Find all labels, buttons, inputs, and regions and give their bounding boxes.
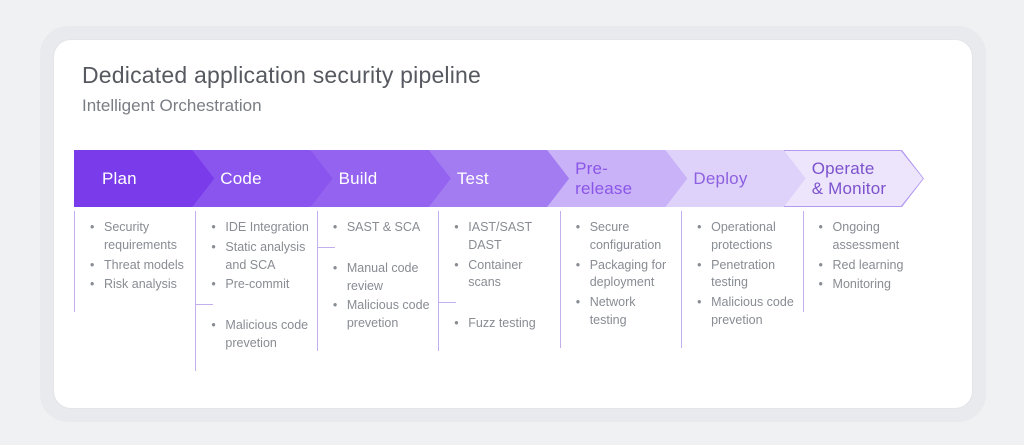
stage-column-operate-monitor: Ongoing assessmentRed learningMonitoring	[802, 211, 924, 312]
bullet-item: Risk analysis	[88, 276, 189, 294]
pipeline-stage-code: Code	[192, 150, 332, 207]
group-divider	[196, 304, 214, 305]
bullet-list: IAST/SAST DASTContainer scans	[452, 219, 553, 292]
stage-label: Plan	[102, 168, 137, 188]
bullet-item: Fuzz testing	[452, 315, 553, 333]
bullet-item: Penetration testing	[695, 257, 796, 293]
pipeline-stage-deploy: Deploy	[665, 150, 805, 207]
bullet-item: Threat models	[88, 257, 189, 275]
bullet-item: Malicious code prevetion	[695, 294, 796, 330]
stage-label: Pre- release	[575, 159, 633, 198]
bullet-item: Red learning	[817, 257, 918, 275]
bullet-list: Fuzz testing	[452, 315, 553, 333]
bullet-item: Manual code review	[331, 260, 432, 296]
stage-label: Test	[456, 168, 489, 188]
card-shadow-ring: Dedicated application security pipeline …	[40, 26, 986, 422]
stage-column-pre-release: Secure configurationPackaging for deploy…	[559, 211, 681, 348]
bullet-item: Security requirements	[88, 219, 189, 255]
bullet-item: Network testing	[574, 294, 675, 330]
pipeline-stage-pre-release: Pre- release	[547, 150, 687, 207]
chevron-fill	[75, 151, 213, 206]
bullet-item: Operational protections	[695, 219, 796, 255]
pipeline-stage-plan: Plan	[74, 150, 214, 207]
pipeline-stage-operate-monitor: Operate & Monitor	[784, 150, 924, 207]
stage-label: Deploy	[693, 168, 748, 188]
bullet-list: SAST & SCA	[331, 219, 432, 237]
stage-column-build: SAST & SCA Manual code reviewMalicious c…	[316, 211, 438, 351]
bullet-list: IDE IntegrationStatic analysis and SCAPr…	[209, 219, 310, 294]
bullet-list: Security requirementsThreat modelsRisk a…	[88, 219, 189, 294]
pipeline-card: Dedicated application security pipeline …	[53, 39, 973, 409]
bullet-item: Malicious code prevetion	[209, 317, 310, 353]
chevron-fill	[666, 151, 804, 206]
bullet-item: Packaging for deployment	[574, 257, 675, 293]
page-title: Dedicated application security pipeline	[82, 62, 482, 88]
group-divider	[317, 246, 335, 248]
bullet-item: Pre-commit	[209, 276, 310, 294]
bullet-item: IDE Integration	[209, 219, 310, 237]
pipeline-stage-test: Test	[429, 150, 569, 207]
stage-column-test: IAST/SAST DASTContainer scans Fuzz testi…	[438, 211, 559, 351]
stage-label: Build	[338, 168, 378, 188]
stage-label: Code	[220, 168, 262, 188]
stage-column-code: IDE IntegrationStatic analysis and SCAPr…	[195, 211, 316, 371]
page-subtitle: Intelligent Orchestration	[82, 96, 262, 115]
chevron-fill	[312, 151, 450, 206]
chevron-fill	[548, 151, 686, 206]
group-divider	[439, 302, 457, 303]
bullet-list: Malicious code prevetion	[209, 317, 310, 353]
bullet-list: Secure configurationPackaging for deploy…	[574, 219, 675, 330]
pipeline-arrow-bar: Plan Code Build Test Pre- release	[74, 150, 924, 207]
stage-column-deploy: Operational protectionsPenetration testi…	[681, 211, 802, 348]
bullet-item: Secure configuration	[574, 219, 675, 255]
bullet-item: Monitoring	[817, 276, 918, 294]
chevron-fill	[785, 151, 923, 206]
stage-label: Operate & Monitor	[811, 159, 887, 198]
bullet-list: Manual code reviewMalicious code preveti…	[331, 260, 432, 333]
bullet-item: Malicious code prevetion	[331, 297, 432, 333]
stage-detail-columns: Security requirementsThreat modelsRisk a…	[74, 211, 924, 371]
bullet-list: Operational protectionsPenetration testi…	[695, 219, 796, 330]
chevron-fill	[193, 151, 331, 206]
bullet-item: Container scans	[452, 257, 553, 293]
bullet-list: Ongoing assessmentRed learningMonitoring	[817, 219, 918, 294]
chevron-fill	[430, 151, 568, 206]
bullet-item: Ongoing assessment	[817, 219, 918, 255]
bullet-item: Static analysis and SCA	[209, 239, 310, 275]
bullet-item: IAST/SAST DAST	[452, 219, 553, 255]
pipeline-stage-build: Build	[311, 150, 451, 207]
stage-column-plan: Security requirementsThreat modelsRisk a…	[74, 211, 195, 312]
bullet-item: SAST & SCA	[331, 219, 432, 237]
